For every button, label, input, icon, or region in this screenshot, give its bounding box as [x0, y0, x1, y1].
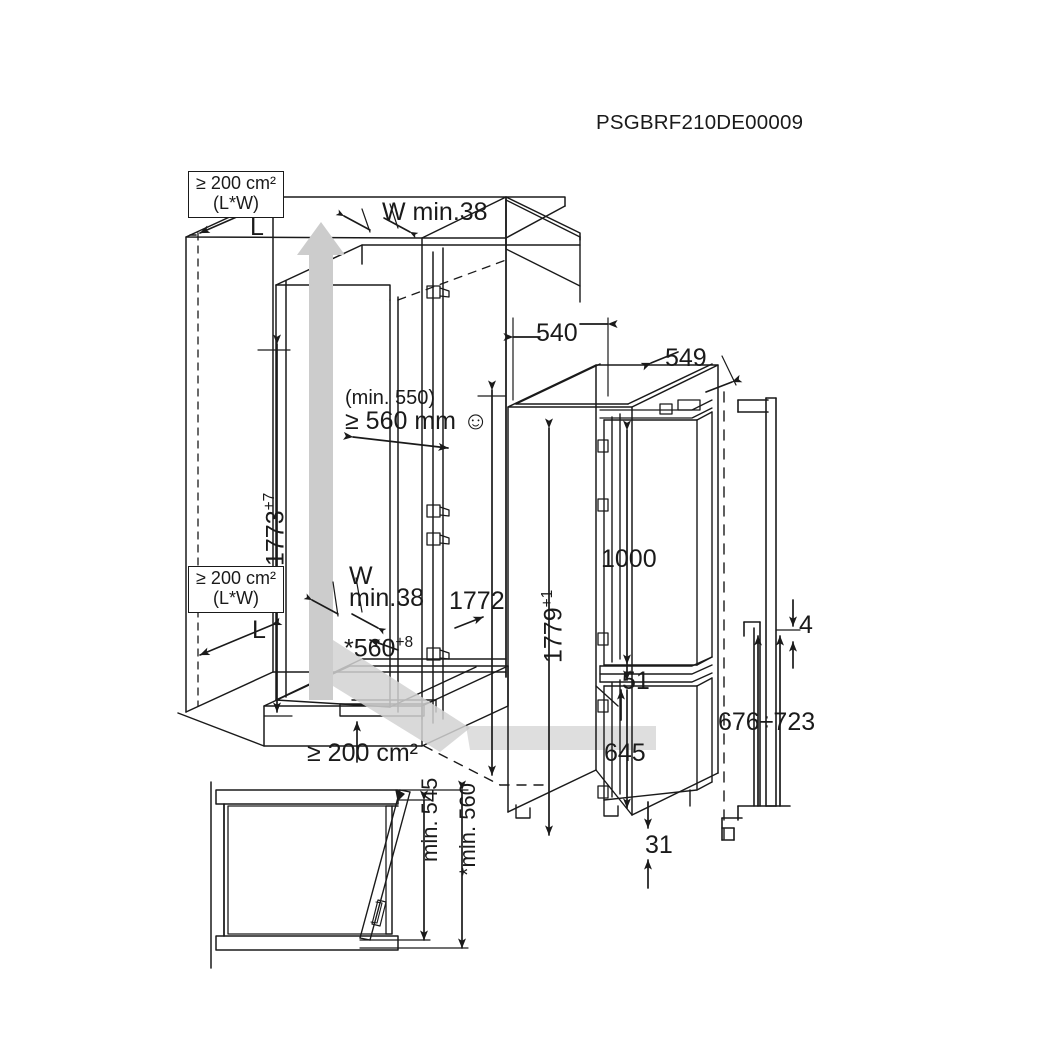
dim-51	[595, 664, 631, 721]
dim-540	[503, 317, 618, 401]
appliance-hinge-group	[597, 439, 609, 799]
door-profile-view	[721, 391, 791, 849]
label-51: 51	[622, 667, 650, 695]
label-depth-min550: (min. 550)	[345, 387, 436, 409]
vent-note-top-line2: (L*W)	[213, 192, 259, 213]
floor-line-left	[177, 712, 265, 747]
plan-view-cabinet	[210, 781, 399, 969]
label-W-bottom-line2: min.38	[349, 584, 425, 612]
label-1773-tol: +7	[261, 492, 278, 511]
label-549: 549	[665, 344, 707, 372]
dim-depth-560	[343, 431, 449, 451]
label-1779-tol: +1	[539, 589, 556, 608]
label-plinth-vent: ≥ 200 cm²	[307, 739, 418, 767]
cabinet-side-door-leaf	[505, 199, 581, 303]
plan-view-open-door	[359, 789, 411, 941]
vent-note-top: ≥ 200 cm² (L*W)	[188, 171, 284, 218]
label-depth-560mm: ≥ 560 mm ☺	[345, 407, 489, 435]
dim-560-width	[369, 616, 484, 651]
dim-W-bottom	[303, 577, 387, 635]
dim-676-723	[754, 635, 784, 807]
dim-549	[640, 351, 743, 393]
label-min560: *min. 560	[455, 783, 480, 876]
dim-1772	[477, 380, 506, 776]
label-1773: 1773+7	[261, 492, 290, 566]
label-L-bottom: L	[252, 616, 266, 644]
label-1779-value: 1779	[539, 607, 568, 663]
label-W-bottom-line1: W	[349, 562, 373, 590]
cabinet-top-panel	[421, 196, 566, 239]
label-1772: 1772	[449, 587, 505, 615]
label-560-tol: +8	[395, 634, 414, 651]
cabinet-hinge-group	[426, 285, 450, 661]
appliance-feet	[515, 789, 691, 819]
appliance-fridge-door	[603, 411, 713, 666]
label-4: 4	[799, 611, 813, 639]
label-1773-value: 1773	[261, 510, 290, 566]
label-645: 645	[604, 739, 646, 767]
airflow-arrows	[297, 222, 656, 752]
label-560-width: *560+8	[344, 634, 414, 663]
label-1000: 1000	[601, 545, 657, 573]
plan-extension-lines	[359, 789, 469, 949]
vent-note-bottom-line2: (L*W)	[213, 587, 259, 608]
vent-note-top-line1: ≥ 200 cm²	[196, 173, 276, 193]
label-540: 540	[536, 319, 578, 347]
dim-W-top	[335, 203, 419, 239]
label-L-top: L	[250, 213, 264, 241]
label-676-723: 676÷723	[718, 708, 816, 736]
dim-L-bottom	[199, 617, 283, 656]
label-1779: 1779+1	[539, 589, 568, 663]
label-min545: min. 545	[417, 777, 442, 862]
cabinet-front-door-panel	[432, 196, 581, 724]
appliance-top-rail	[599, 399, 713, 419]
vent-note-bottom-line1: ≥ 200 cm²	[196, 568, 276, 588]
dim-4	[775, 599, 801, 669]
appliance-body	[507, 363, 719, 816]
label-560-value: *560	[344, 634, 396, 663]
drawing-code: PSGBRF210DE00009	[596, 111, 804, 134]
label-31: 31	[645, 831, 673, 859]
cabinet-niche	[263, 244, 509, 747]
label-W-min38-top: W min.38	[382, 198, 488, 226]
projection-dashed-1	[423, 745, 501, 786]
appliance-mid-rail	[599, 656, 713, 683]
vent-note-bottom: ≥ 200 cm² (L*W)	[188, 566, 284, 613]
